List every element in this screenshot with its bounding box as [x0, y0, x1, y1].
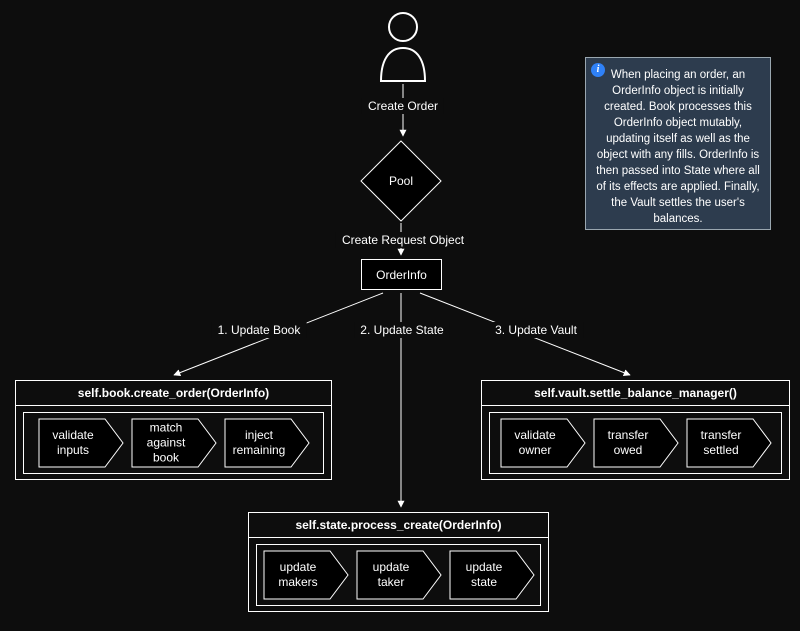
vault-steps-container: validate owner transfer owed transfer se…: [489, 412, 782, 474]
update-book-label: 1. Update Book: [211, 322, 307, 338]
step-chevron: transfer owed: [593, 418, 679, 468]
note-box: i When placing an order, an OrderInfo ob…: [585, 57, 771, 230]
step-chevron: validate inputs: [38, 418, 124, 468]
vault-subgraph-body: validate owner transfer owed transfer se…: [482, 406, 789, 480]
step-label: validate owner: [514, 428, 556, 457]
step-chevron: update taker: [356, 550, 442, 600]
step-chevron: inject remaining: [224, 418, 310, 468]
update-state-label: 2. Update State: [354, 322, 450, 338]
step-label: transfer owed: [607, 428, 649, 457]
pool-label: Pool: [388, 174, 414, 188]
step-label: update taker: [372, 560, 410, 589]
vault-subgraph: self.vault.settle_balance_manager() vali…: [481, 380, 790, 480]
step-chevron: update makers: [263, 550, 349, 600]
orderinfo-node: OrderInfo: [361, 259, 442, 290]
book-subgraph: self.book.create_order(OrderInfo) valida…: [15, 380, 332, 480]
info-icon: i: [591, 63, 605, 77]
state-subgraph-title: self.state.process_create(OrderInfo): [249, 513, 548, 538]
step-label: match against book: [146, 420, 186, 465]
create-request-object-label: Create Request Object: [335, 232, 471, 248]
pool-decision-node: Pool: [360, 140, 442, 222]
step-label: inject remaining: [232, 428, 286, 457]
book-subgraph-title: self.book.create_order(OrderInfo): [16, 381, 331, 406]
step-label: transfer settled: [700, 428, 742, 457]
note-text: When placing an order, an OrderInfo obje…: [596, 69, 760, 225]
step-chevron: transfer settled: [686, 418, 772, 468]
step-label: update state: [465, 560, 503, 589]
state-subgraph-body: update makers update taker update state: [249, 538, 548, 612]
step-chevron: update state: [449, 550, 535, 600]
state-subgraph: self.state.process_create(OrderInfo) upd…: [248, 512, 549, 612]
create-order-label: Create Order: [361, 98, 445, 114]
state-steps-container: update makers update taker update state: [256, 544, 541, 606]
vault-subgraph-title: self.vault.settle_balance_manager(): [482, 381, 789, 406]
book-steps-container: validate inputs match against book injec…: [23, 412, 324, 474]
update-vault-label: 3. Update Vault: [489, 322, 583, 338]
user-actor-icon: [376, 10, 430, 82]
step-label: validate inputs: [52, 428, 94, 457]
step-chevron: match against book: [131, 418, 217, 468]
step-chevron: validate owner: [500, 418, 586, 468]
step-label: update makers: [278, 560, 318, 589]
book-subgraph-body: validate inputs match against book injec…: [16, 406, 331, 480]
